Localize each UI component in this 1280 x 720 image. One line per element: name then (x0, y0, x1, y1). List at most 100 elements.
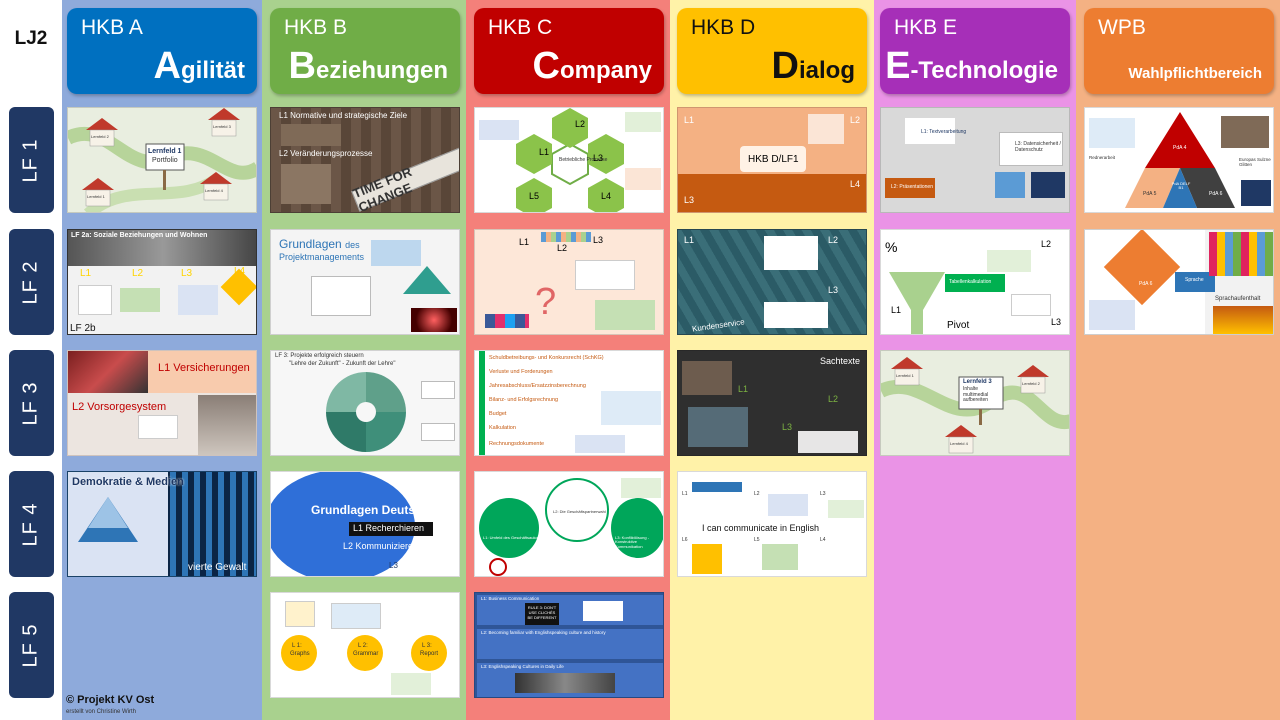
lesson-label: L1 (738, 384, 749, 394)
lesson-row (477, 629, 663, 659)
center-label: PdA DELF B1 (1171, 181, 1191, 191)
center-label: Tabellenkalkulation (949, 279, 992, 285)
image-thumb (808, 114, 844, 144)
cell-d-lf2[interactable]: L1 L2 L3 Kundenservice (677, 229, 867, 335)
cell-c-lf5[interactable]: L1: Business Communication L2: Becoming … (474, 592, 664, 698)
cell-d-lf3[interactable]: Sachtexte L1 L2 L3 (677, 350, 867, 456)
lesson-label: L2 Veränderungsprozesse (279, 149, 373, 158)
cell-title: LF 3: Projekte erfolgreich steuern (275, 353, 364, 359)
banner (148, 351, 256, 393)
header-hkb-c[interactable]: HKB C Company (474, 8, 664, 94)
header-name: Company (532, 45, 652, 87)
header-hkb-e[interactable]: HKB E E-Technologie (880, 8, 1070, 94)
hex-label: L1 (539, 147, 550, 157)
lesson-label: L1 (519, 237, 530, 247)
cell-a-lf1[interactable]: Lernfeld 1 Portfolio Lernfeld 2 Lernfeld… (67, 107, 257, 213)
image-thumb (828, 500, 864, 518)
image-thumb (682, 361, 732, 395)
lesson-circle (347, 635, 383, 671)
lesson-label: L3 (684, 195, 695, 205)
lesson-label: L 1: (292, 643, 302, 649)
cell-wpb-lf2[interactable]: PdA 6 Sprache Sprachaufenthalt (1084, 229, 1274, 335)
person-photo (198, 395, 256, 455)
note-thumb (421, 381, 455, 399)
cell-footer: LF 2b (70, 323, 96, 334)
lesson-label: L 2: (358, 643, 368, 649)
lesson-label: Sprachaufenthalt (1215, 296, 1261, 302)
cell-d-lf4[interactable]: L1 L2 L3 L4 L5 L6 I can communicate in E… (677, 471, 867, 577)
lesson-label: Graphs (290, 651, 310, 657)
side-label: Europas Sulzne Glitten (1239, 157, 1271, 167)
row-tab-lf2[interactable]: LF 2 (9, 229, 54, 335)
lesson-label: L3 (389, 561, 398, 570)
cell-a-lf3[interactable]: L1 Versicherungen L2 Vorsorgesystem (67, 350, 257, 456)
cell-title: LF 2a: Soziale Beziehungen und Wohnen (71, 232, 208, 239)
doc-thumb (764, 236, 818, 270)
image-thumb (1089, 300, 1135, 330)
arrow-graphic (692, 482, 742, 492)
cell-subtitle: Projektmanagements (279, 252, 365, 262)
row-tab-lf1[interactable]: LF 1 (9, 107, 54, 213)
header-hkb-d[interactable]: HKB D Dialog (677, 8, 867, 94)
cell-b-lf4[interactable]: Grundlagen Deutsch L1 Recherchieren L2 K… (270, 471, 460, 577)
hexagon-diagram (516, 108, 624, 212)
image-thumb (1221, 116, 1269, 148)
header-hkb-a[interactable]: HKB A Agilität (67, 8, 257, 94)
lesson-label: L1: Business Communication (481, 596, 540, 601)
cell-e-lf3[interactable]: Lernfeld 3 Inhalte multimedial aufbereit… (880, 350, 1070, 456)
question-mark-icon: ? (535, 281, 557, 323)
cell-a-lf4[interactable]: Demokratie & Medien vierte Gewalt (67, 471, 257, 577)
center-card (945, 274, 1005, 292)
cell-b-lf2[interactable]: Grundlagen des Projektmanagements (270, 229, 460, 335)
row-label: LF 1 (20, 137, 42, 183)
cell-b-lf5[interactable]: L 1: Graphs L 2: Grammar L 3: Report (270, 592, 460, 698)
header-name: E-Technologie (885, 45, 1058, 87)
list-item: Verluste und Forderungen (489, 369, 553, 375)
image-thumb (583, 601, 623, 621)
vertical-bar (479, 351, 485, 455)
ppt-card (885, 178, 935, 198)
row-label: LF 2 (20, 259, 42, 305)
house-label: Lernfeld 1 (87, 194, 105, 199)
row-tab-lf3[interactable]: LF 3 (9, 350, 54, 456)
arrow-graphic (1175, 272, 1215, 292)
cell-b-lf1[interactable]: L1 Normative und strategische Ziele L2 V… (270, 107, 460, 213)
image-thumb (281, 124, 341, 146)
lesson-label: L2 Vorsorgesystem (72, 401, 167, 413)
cell-e-lf2[interactable]: % Tabellenkalkulation L2 L1 L3 Pivot (880, 229, 1070, 335)
house-label: Lernfeld 4 (950, 441, 968, 446)
note-thumb (692, 544, 722, 574)
header-hkb-b[interactable]: HKB B Beziehungen (270, 8, 460, 94)
step-label: L1 (80, 268, 92, 279)
row-tab-lf5[interactable]: LF 5 (9, 592, 54, 698)
social-icons (485, 314, 529, 328)
row-tab-lf4[interactable]: LF 4 (9, 471, 54, 577)
cell-c-lf3[interactable]: Schuldbetreibungs- und Konkursrecht (Sch… (474, 350, 664, 456)
cell-e-lf1[interactable]: L1: Textverarbeitung L2: Präsentationen … (880, 107, 1070, 213)
header-name: Wahlpflichtbereich (1128, 65, 1262, 82)
cell-a-lf2[interactable]: LF 2a: Soziale Beziehungen und Wohnen L1… (67, 229, 257, 335)
image-thumb (762, 544, 798, 570)
cell-b-lf3[interactable]: LF 3: Projekte erfolgreich steuern "Lehr… (270, 350, 460, 456)
center-label: Betriebliche Prozesse (559, 157, 608, 163)
lesson-label: L1 Recherchieren (353, 523, 425, 533)
cell-c-lf1[interactable]: Betriebliche Prozesse L1 L2 L3 L4 L5 (474, 107, 664, 213)
lesson-label: L2: Präsentationen (891, 184, 933, 190)
lesson-label: L3: Konfliktlösung - Konstruktive Kommun… (615, 535, 650, 549)
tulips-photo (1209, 232, 1273, 276)
author-credit: erstellt von Christine Wirth (66, 709, 137, 715)
image-thumb (178, 285, 218, 315)
cell-title: Grundlagen des (279, 237, 360, 251)
lesson-label: L2 Kommunizieren/ (343, 541, 421, 551)
rule-card: RULE 3: DON'T USE CLICHÉS BE DIFFERENT (525, 603, 559, 625)
cell-c-lf4[interactable]: L1: Umfeld des Geschäftsaukommens L2: Di… (474, 471, 664, 577)
header-wpb[interactable]: WPB Wahlpflichtbereich (1084, 8, 1274, 94)
cell-wpb-lf1[interactable]: PdA 4 PdA 5 PdA 6 PdA DELF B1 Rednerarbe… (1084, 107, 1274, 213)
image-thumb (1031, 172, 1065, 198)
cell-d-lf1[interactable]: HKB D/LF1 L1 L2 L3 L4 (677, 107, 867, 213)
lesson-label: L2: Die Geschäftspartnerwahl (553, 509, 606, 514)
text-thumb (798, 431, 858, 453)
cell-c-lf2[interactable]: L1 L2 L3 ? (474, 229, 664, 335)
cell-title: Demokratie & Medien (72, 476, 184, 488)
percent-icon: % (885, 239, 898, 255)
